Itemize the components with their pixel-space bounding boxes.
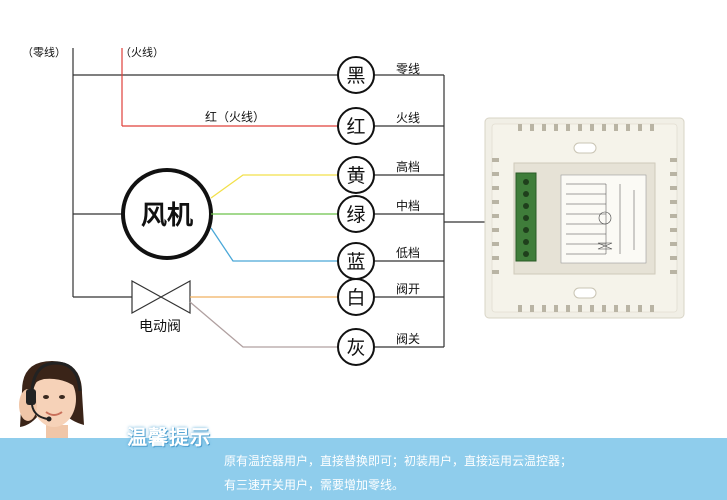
terminal-char: 白 <box>346 287 365 309</box>
terminal-char: 黄 <box>346 165 365 187</box>
low-speed-wire <box>210 227 338 262</box>
terminal-char: 红 <box>346 116 365 138</box>
terminal-yellow: 黄 高档 <box>337 156 444 194</box>
terminal-red: 红 火线 <box>337 107 444 145</box>
live-wire-label: （火线） <box>120 45 164 59</box>
terminal-label: 中档 <box>396 198 420 213</box>
terminal-char: 灰 <box>346 337 365 359</box>
red-wire-label: 红（火线） <box>205 109 265 124</box>
thermostat-back-image <box>484 117 685 319</box>
terminal-char: 绿 <box>346 204 365 226</box>
valve-label: 电动阀 <box>139 319 181 335</box>
tip-banner-title: 温馨提示 <box>127 425 211 449</box>
terminal-blue: 蓝 低档 <box>337 242 444 280</box>
valve-close-wire <box>189 301 338 348</box>
fan-label: 风机 <box>141 201 193 231</box>
terminal-label: 阀开 <box>396 282 420 296</box>
high-speed-wire <box>210 174 338 199</box>
tip-banner <box>0 438 727 500</box>
neutral-wire-label: （零线） <box>22 45 66 59</box>
terminal-green: 绿 中档 <box>337 195 444 233</box>
tip-line-2: 有三速开关用户，需要增加零线。 <box>224 478 405 492</box>
terminal-grey: 灰 阀关 <box>337 328 444 366</box>
terminal-label: 高档 <box>396 159 420 174</box>
terminal-char: 黑 <box>346 65 365 87</box>
terminal-label: 低档 <box>396 246 420 260</box>
terminal-label: 火线 <box>396 111 420 125</box>
tip-line-1: 原有温控器用户，直接替换即可；初装用户，直接运用云温控器； <box>224 454 573 468</box>
terminal-label: 阀关 <box>396 332 420 346</box>
terminal-black: 黑 零线 <box>337 56 444 94</box>
terminal-char: 蓝 <box>346 251 365 273</box>
terminal-white: 白 阀开 <box>337 278 444 316</box>
valve-symbol <box>131 279 191 315</box>
terminal-label: 零线 <box>396 62 420 76</box>
